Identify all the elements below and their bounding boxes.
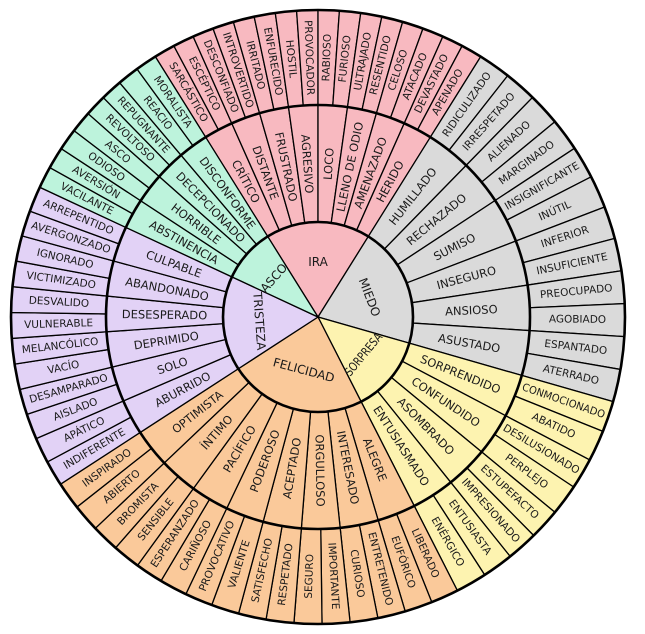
outer-label-agobiado: AGOBIADO: [549, 313, 606, 326]
outer-label-hostil: HOSTIL: [283, 39, 299, 78]
inner-ring: [221, 220, 415, 414]
outer-label-vacio: VACÍO: [46, 358, 80, 377]
secondary-label-desesperado: DESESPERADO: [122, 307, 208, 322]
outer-label-rabioso: RABIOSO: [320, 34, 334, 82]
outer-label-vulnerable: VULNERABLE: [24, 317, 93, 331]
secondary-label-orgulloso: ORGULLOSO: [313, 434, 328, 506]
secondary-label-loco: LOCO: [321, 147, 337, 180]
wheel-segments: [9, 8, 627, 626]
outer-label-desvalido: DESVALIDO: [28, 295, 89, 310]
outer-label-furioso: FURIOSO: [337, 35, 354, 83]
emotion-label-ira: IRA: [308, 255, 328, 269]
outer-label-provocador: PROVOCADOR: [302, 20, 317, 96]
emotion-label-tristeza: TRISTEZA: [250, 291, 268, 352]
secondary-label-ansioso: ANSIOSO: [445, 302, 498, 318]
secondary-label-agresivo: AGRESIVO: [298, 134, 316, 194]
outer-label-seguro: SEGURO: [303, 554, 316, 599]
outer-ring: [9, 8, 627, 626]
outer-label-importante: IMPORTANTE: [325, 542, 341, 610]
middle-ring: [104, 103, 532, 531]
